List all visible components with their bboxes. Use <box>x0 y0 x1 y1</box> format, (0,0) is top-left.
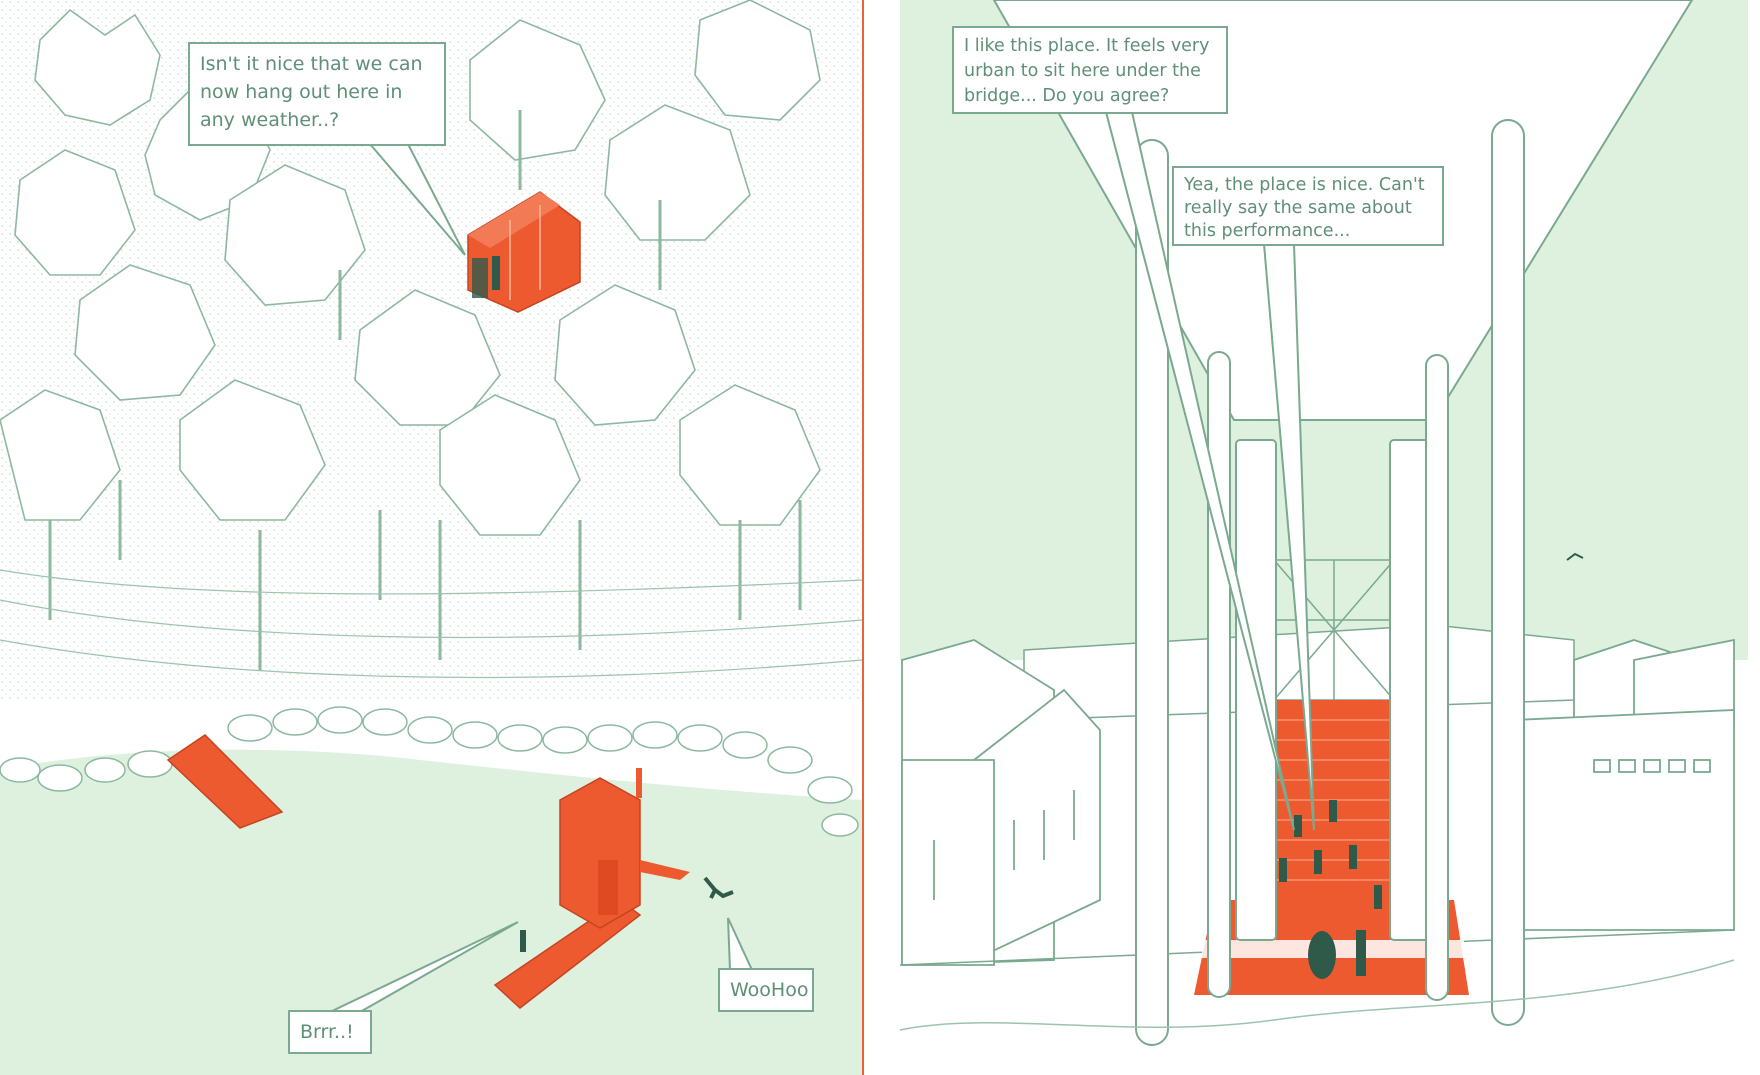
bushes-outline <box>899 959 1735 1031</box>
speech-bubble-brrr: Brrr..! <box>288 1010 372 1054</box>
diving-figure <box>703 876 734 899</box>
bird-icon <box>1566 552 1584 561</box>
stair-lines <box>1274 719 1394 881</box>
terrain-contours <box>0 569 862 679</box>
houses-right <box>1513 638 1735 931</box>
houses-left <box>901 639 1101 966</box>
shore-stones <box>0 706 859 837</box>
sauna-pier <box>493 768 690 1009</box>
speech-bubble-woohoo: WooHoo <box>718 968 814 1012</box>
right-illustration-panel: I like this place. It feels very urban t… <box>874 0 1760 1075</box>
forest-hut <box>467 191 581 313</box>
left-illustration-panel: Isn't it nice that we can now hang out h… <box>0 0 862 1075</box>
speech-bubble-hangout: Isn't it nice that we can now hang out h… <box>188 42 446 146</box>
speech-bubble-performance: Yea, the place is nice. Can't really say… <box>1172 166 1444 246</box>
floating-platform <box>166 734 284 829</box>
bridge-scene <box>899 0 1748 1046</box>
tree-trunks <box>48 110 802 670</box>
panel-divider <box>862 0 864 1075</box>
forest-scene <box>0 0 862 1075</box>
speech-bubble-urban: I like this place. It feels very urban t… <box>952 26 1228 114</box>
pond-water <box>0 749 862 1075</box>
tree-canopies <box>0 0 821 536</box>
